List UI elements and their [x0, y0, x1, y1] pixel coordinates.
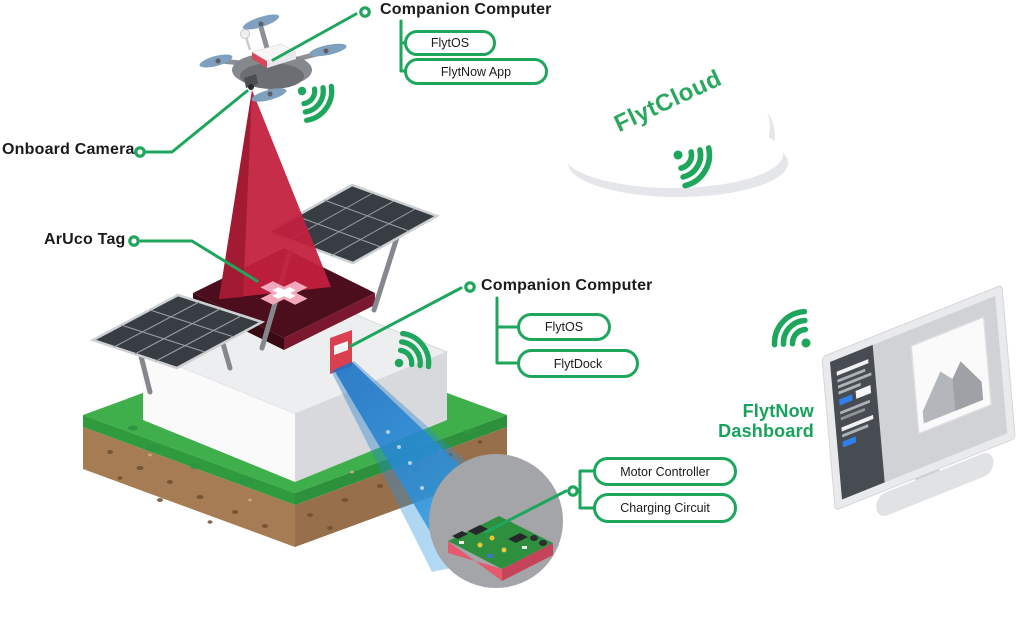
flytnow-dashboard-line1: FlytNow: [742, 401, 814, 421]
drone-companion-computer-heading: Companion Computer: [380, 1, 552, 18]
module-pill-drone-flytnow-app: FlytNow App: [404, 58, 548, 85]
dock-computer-device: [330, 330, 352, 374]
solar-panel-left: [89, 293, 266, 370]
flytnow-dashboard-label: FlytNow Dashboard: [688, 401, 814, 441]
module-pill-charging-circuit: Charging Circuit: [593, 493, 737, 523]
module-pill-motor-controller: Motor Controller: [593, 457, 737, 486]
sidebar-content-lines: [836, 359, 874, 448]
onboard-camera: [244, 74, 258, 90]
onboard-camera-label: Onboard Camera: [2, 141, 135, 158]
module-pill-dock-flytos: FlytOS: [517, 313, 611, 341]
connector-dots: [128, 6, 579, 497]
flytnow-dashboard-line2: Dashboard: [718, 421, 814, 441]
wifi-icon: [768, 305, 824, 362]
red-vision-cone: [219, 90, 331, 299]
module-pill-dock-flytdock: FlytDock: [517, 349, 639, 378]
data-dots: [386, 430, 424, 490]
cloud-shape: [563, 47, 788, 197]
quadcopter-drone: [199, 14, 347, 102]
dock-companion-computer-heading: Companion Computer: [481, 277, 653, 294]
pcb-inset: [429, 454, 563, 588]
screen-image-placeholder: [910, 316, 993, 435]
gps-antenna: [240, 29, 252, 51]
circuit-board: [448, 516, 553, 581]
module-pill-drone-flytos: FlytOS: [404, 30, 496, 56]
drone-companion-computer-box: [251, 43, 297, 68]
dashboard-monitor: [821, 285, 1016, 516]
aruco-marker: [260, 281, 308, 305]
connector-lines: [139, 12, 595, 534]
aruco-tag-label: ArUco Tag: [44, 231, 126, 248]
monitor-base: [876, 453, 994, 516]
drone-propellers: [199, 14, 347, 102]
